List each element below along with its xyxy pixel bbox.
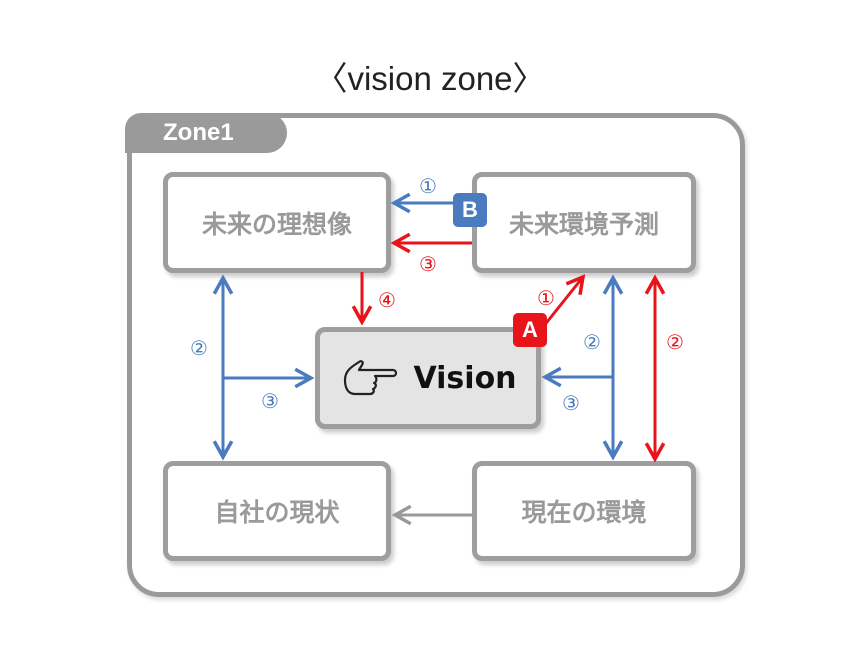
label-red-4: ④ (378, 288, 396, 312)
badge-a: A (513, 313, 547, 347)
zone-frame (127, 113, 745, 597)
box-vision: Vision (315, 327, 541, 429)
label-blue-2-left: ② (190, 336, 208, 360)
label-red-3: ③ (419, 252, 437, 276)
badge-b: B (453, 193, 487, 227)
box-future-ideal: 未来の理想像 (163, 172, 391, 273)
label-blue-2-right: ② (583, 330, 601, 354)
pointing-hand-icon (344, 360, 398, 396)
box-current-environment: 現在の環境 (472, 461, 696, 561)
vision-label: Vision (413, 360, 517, 396)
box-current-company: 自社の現状 (163, 461, 391, 561)
label-blue-1: ① (419, 174, 437, 198)
diagram-title: 〈vision zone〉 (314, 60, 546, 97)
label-blue-3-right: ③ (562, 391, 580, 415)
zone-tab: Zone1 (125, 113, 287, 153)
label-red-2: ② (666, 330, 684, 354)
arrow-red-a-to-forecast (541, 277, 583, 328)
label-red-1: ① (537, 286, 555, 310)
label-blue-3-left: ③ (261, 389, 279, 413)
